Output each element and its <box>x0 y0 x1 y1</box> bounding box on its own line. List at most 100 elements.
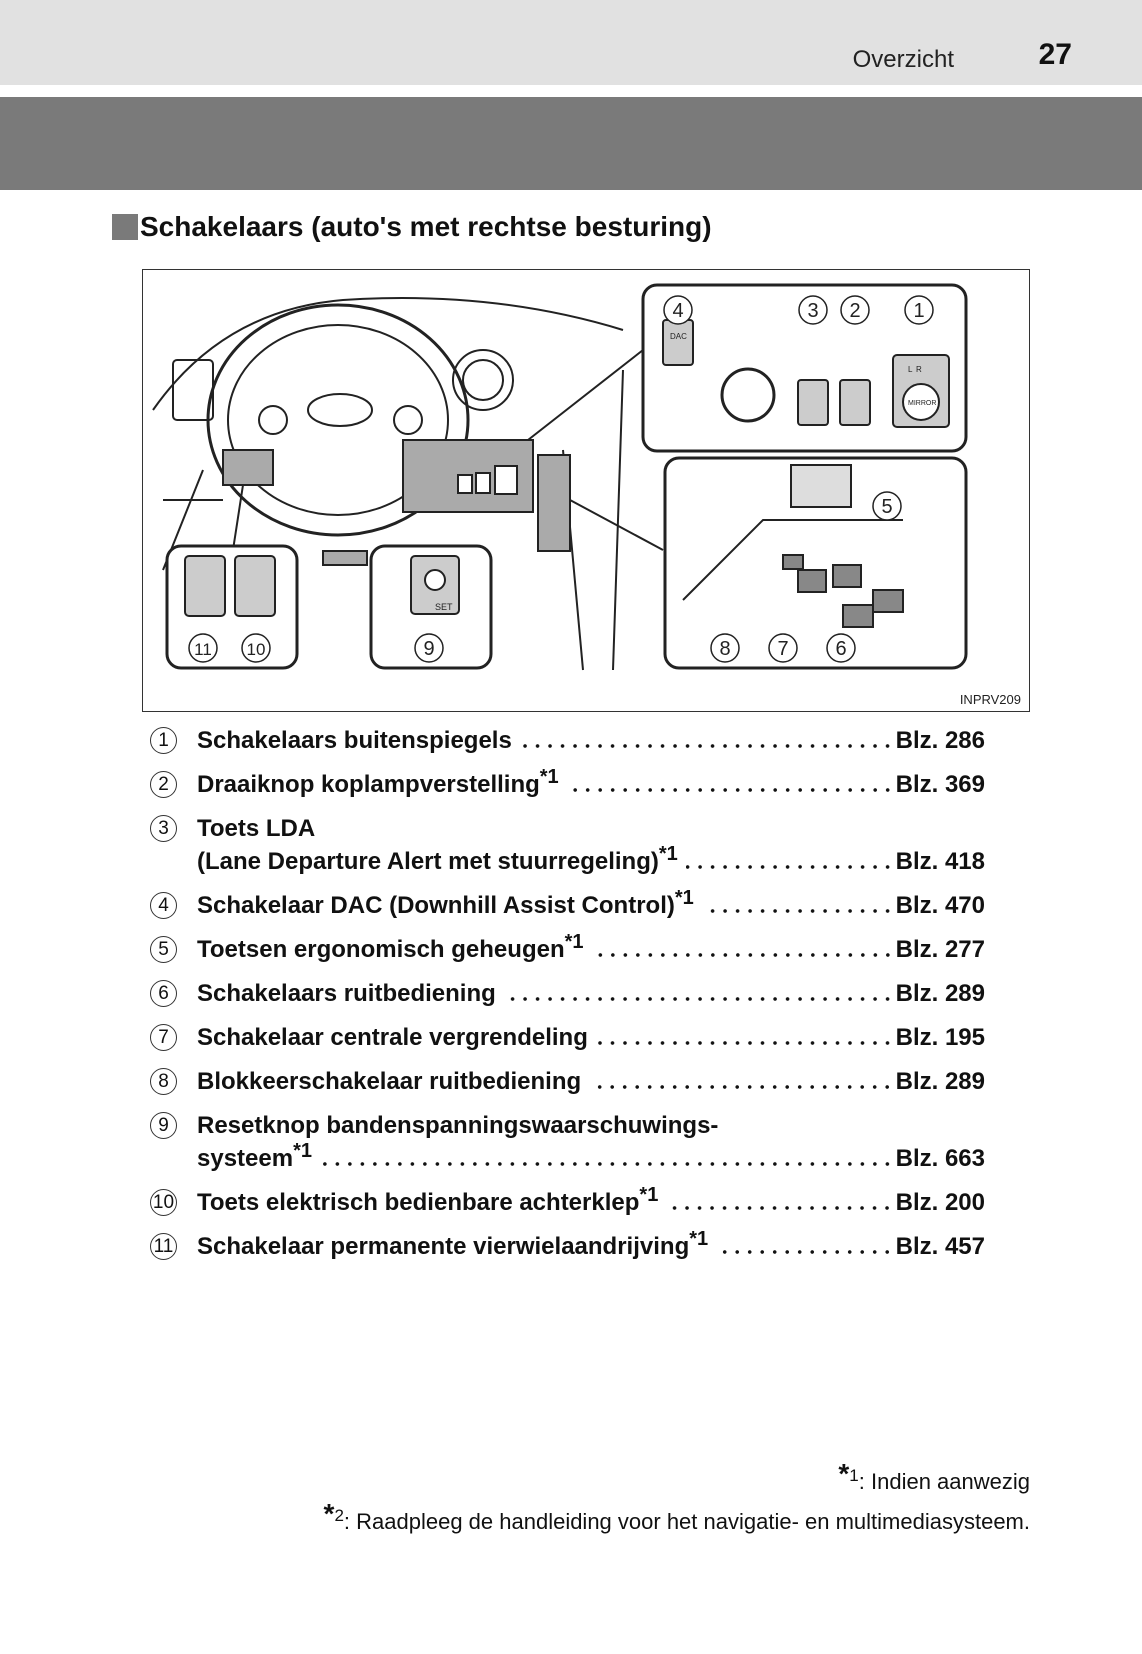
page-reference: Blz. 369 <box>895 771 985 798</box>
item-number-badge: 10 <box>150 1189 177 1216</box>
dac-label: DAC <box>670 332 687 341</box>
dot-leader <box>591 948 894 958</box>
item-label: Resetknop bandenspanningswaarschuwings- <box>197 1109 718 1142</box>
item-text: Toetsen ergonomisch geheugen <box>197 936 565 963</box>
footnote-mark: * <box>323 1498 335 1529</box>
callout-10: 10 <box>247 640 266 659</box>
figure-code: INPRV209 <box>959 692 1021 707</box>
page-number: 27 <box>1038 38 1072 71</box>
list-item: 10 Toets elektrisch bedienbare achterklep… <box>150 1184 985 1219</box>
item-label: Blokkeerschakelaar ruitbediening <box>197 1065 581 1098</box>
section-title: Overzicht <box>852 46 954 73</box>
page-reference: Blz. 663 <box>895 1145 985 1172</box>
item-text: Draaiknop koplampverstelling <box>197 771 540 798</box>
footnote-num: 2 <box>334 1506 344 1525</box>
item-label: Schakelaar centrale vergrendeling <box>197 1021 588 1054</box>
item-body: Schakelaar permanente vierwielaandrijvin… <box>197 1229 985 1263</box>
set-label: SET <box>435 602 453 612</box>
item-label: Schakelaars ruitbediening <box>197 977 496 1010</box>
item-footnote-mark: *1 <box>639 1184 659 1206</box>
item-number-badge: 11 <box>150 1233 177 1260</box>
callout-box-upper-right: DAC L R MIRROR <box>641 283 968 453</box>
item-footnote-mark: *1 <box>293 1140 312 1162</box>
item-label: Schakelaar DAC (Downhill Assist Control)… <box>197 887 694 922</box>
item-text: (Lane Departure Alert met stuurregeling) <box>197 848 659 875</box>
item-text: Toets LDA <box>197 815 316 842</box>
dot-leader <box>666 1201 894 1211</box>
page-reference: Blz. 289 <box>895 1068 985 1095</box>
item-body: Resetknop bandenspanningswaarschuwings-s… <box>197 1109 985 1175</box>
list-item: 11 Schakelaar permanente vierwielaandrijv… <box>150 1229 985 1263</box>
dot-leader <box>589 1080 894 1090</box>
item-label: Schakelaar permanente vierwielaandrijvin… <box>197 1229 708 1263</box>
dot-leader <box>716 1245 894 1255</box>
item-footnote-mark: *1 <box>539 766 559 788</box>
item-footnote-mark: *1 <box>674 887 694 909</box>
item-line: Blokkeerschakelaar ruitbediening Blz. 289 <box>197 1065 985 1098</box>
item-body: Schakelaar centrale vergrendeling Blz. 19… <box>197 1021 985 1054</box>
dot-leader <box>503 992 894 1002</box>
item-number-badge: 8 <box>150 1068 177 1095</box>
item-number-badge: 4 <box>150 892 177 919</box>
footnote-2: *2: Raadpleeg de handleiding voor het na… <box>324 1500 1030 1535</box>
item-number-badge: 2 <box>150 771 177 798</box>
list-item: 7 Schakelaar centrale vergrendeling Blz. 1… <box>150 1021 985 1054</box>
item-label: (Lane Departure Alert met stuurregeling)… <box>197 843 678 878</box>
header-bar <box>0 0 1142 85</box>
item-body: Toets elektrisch bedienbare achterklep*1… <box>197 1184 985 1219</box>
item-number-badge: 3 <box>150 815 177 842</box>
footnote-text: : Indien aanwezig <box>858 1469 1030 1494</box>
callout-4: 4 <box>672 300 683 322</box>
item-label: Draaiknop koplampverstelling*1 <box>197 766 559 801</box>
mirror-label: MIRROR <box>908 400 936 407</box>
item-line: Resetknop bandenspanningswaarschuwings- <box>197 1109 985 1142</box>
footnote-text: : Raadpleeg de handleiding voor het navi… <box>343 1509 1030 1534</box>
list-item: 5 Toetsen ergonomisch geheugen*1 Blz. 277 <box>150 932 985 966</box>
item-number-badge: 5 <box>150 936 177 963</box>
list-item: 4 Schakelaar DAC (Downhill Assist Control… <box>150 887 985 922</box>
footnote-num: 1 <box>849 1466 859 1485</box>
list-item: 2 Draaiknop koplampverstelling*1 Blz. 369 <box>150 766 985 801</box>
page-reference: Blz. 289 <box>895 980 985 1007</box>
item-text: Schakelaar permanente vierwielaandrijvin… <box>197 1233 690 1260</box>
callout-11: 11 <box>194 640 212 659</box>
list-item: 8 Blokkeerschakelaar ruitbediening Blz. 28… <box>150 1065 985 1098</box>
item-text: Toets elektrisch bedienbare achterklep <box>197 1189 640 1216</box>
page-reference: Blz. 470 <box>895 892 985 919</box>
item-body: Draaiknop koplampverstelling*1 Blz. 369 <box>197 766 985 801</box>
callout-3: 3 <box>807 300 818 322</box>
page-reference: Blz. 277 <box>895 936 985 963</box>
item-body: Toetsen ergonomisch geheugen*1 Blz. 277 <box>197 932 985 966</box>
chapter-band <box>0 97 1142 190</box>
page-reference: Blz. 195 <box>895 1024 985 1051</box>
item-label: Toets elektrisch bedienbare achterklep*1 <box>197 1184 659 1219</box>
item-number-badge: 7 <box>150 1024 177 1051</box>
dot-leader <box>685 860 894 870</box>
item-label: Toetsen ergonomisch geheugen*1 <box>197 932 584 966</box>
item-text: Schakelaars buitenspiegels <box>197 727 512 754</box>
callout-1: 1 <box>913 300 924 322</box>
item-text: Schakelaar centrale vergrendeling <box>197 1024 588 1051</box>
dot-leader <box>319 1157 894 1167</box>
callout-7: 7 <box>777 638 788 660</box>
item-line: Draaiknop koplampverstelling*1 Blz. 369 <box>197 766 985 801</box>
item-text: Blokkeerschakelaar ruitbediening <box>197 1068 582 1095</box>
footnote-mark: * <box>838 1458 850 1489</box>
item-body: Toets LDA(Lane Departure Alert met stuur… <box>197 812 985 878</box>
dot-leader <box>566 783 894 793</box>
item-line: Schakelaar permanente vierwielaandrijvin… <box>197 1229 985 1263</box>
item-text: Resetknop bandenspanningswaarschuwings- <box>197 1112 719 1139</box>
section-heading: Schakelaars (auto's met rechtse besturin… <box>112 211 712 243</box>
dot-leader <box>595 1036 894 1046</box>
item-line: Schakelaars ruitbediening Blz. 289 <box>197 977 985 1010</box>
item-text: Schakelaars ruitbediening <box>197 980 496 1007</box>
item-text: Schakelaar DAC (Downhill Assist Control) <box>197 892 675 919</box>
item-label: systeem*1 <box>197 1140 312 1175</box>
item-footnote-mark: *1 <box>658 843 678 865</box>
callout-2: 2 <box>849 300 860 322</box>
callout-6: 6 <box>835 638 846 660</box>
